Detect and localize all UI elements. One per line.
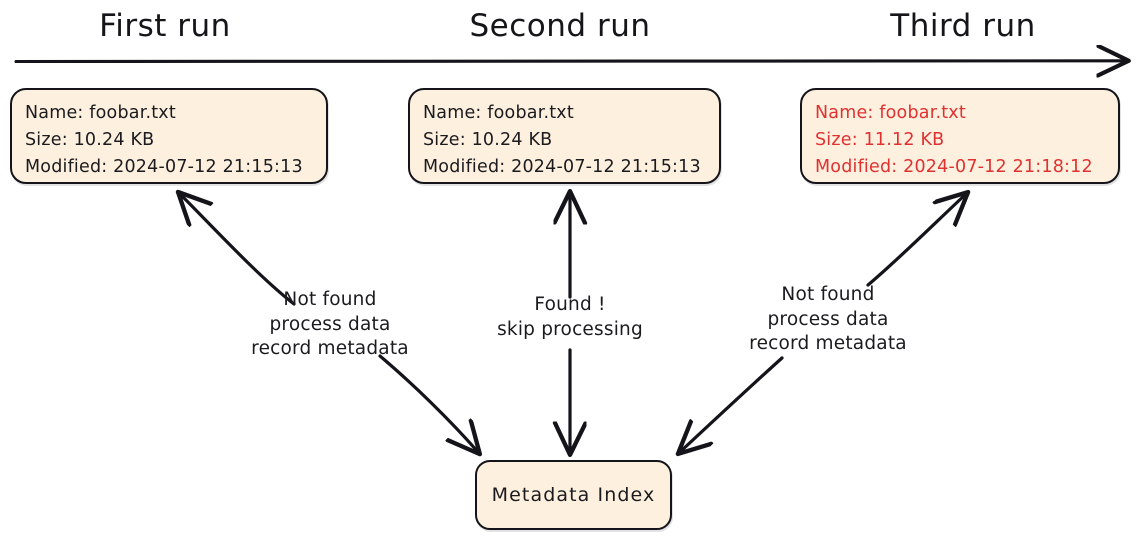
metadata-index-node: Metadata Index [475, 460, 672, 530]
edge-label-line: Not found [283, 289, 377, 310]
edge-label-first-run: Not found process data record metadata [251, 288, 409, 362]
edge-label-line: process data [767, 308, 889, 330]
edge-label-line: record metadata [251, 338, 409, 359]
card-size-line: Size: 11.12 KB [815, 130, 945, 150]
card-name-line: Name: foobar.txt [815, 103, 966, 123]
run-title-second: Second run [469, 8, 651, 44]
edge-label-second-run: Found ! skip processing [497, 293, 643, 342]
edge-label-line: Not found [781, 284, 875, 305]
card-name-line: Name: foobar.txt [25, 103, 176, 123]
edge-label-line: Found ! [534, 294, 606, 315]
card-size-line: Size: 10.24 KB [423, 130, 553, 150]
metadata-card-third-run: Name: foobar.txt Size: 11.12 KB Modified… [800, 88, 1120, 184]
card-modified-line: Modified: 2024-07-12 21:18:12 [815, 157, 1093, 177]
card-modified-line: Modified: 2024-07-12 21:15:13 [423, 157, 701, 177]
metadata-card-first-run: Name: foobar.txt Size: 10.24 KB Modified… [10, 88, 328, 184]
edge-label-line: process data [269, 313, 391, 335]
card-name-line: Name: foobar.txt [423, 103, 574, 123]
edge-label-line: record metadata [749, 333, 907, 354]
run-title-first: First run [99, 8, 231, 44]
edge-label-line: skip processing [497, 318, 643, 340]
metadata-card-second-run: Name: foobar.txt Size: 10.24 KB Modified… [408, 88, 721, 184]
card-size-line: Size: 10.24 KB [25, 130, 155, 150]
edge-label-third-run: Not found process data record metadata [749, 283, 907, 357]
card-modified-line: Modified: 2024-07-12 21:15:13 [25, 157, 303, 177]
run-title-third: Third run [890, 8, 1036, 44]
timeline-arrow [14, 61, 1126, 62]
metadata-index-label: Metadata Index [491, 484, 656, 506]
